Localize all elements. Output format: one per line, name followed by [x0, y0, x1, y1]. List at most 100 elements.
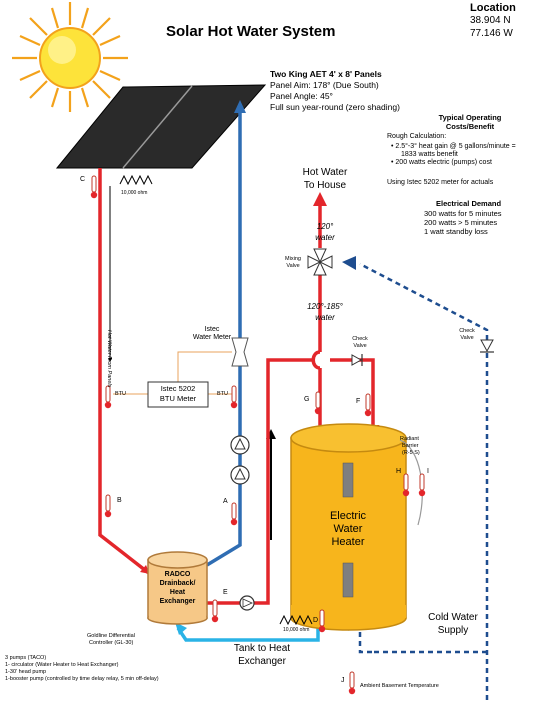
tank-label-1: RADCO	[164, 571, 191, 578]
mixing-valve-icon	[307, 248, 333, 276]
heater-label-1: Electric	[329, 510, 367, 522]
pumps-line-1: 3 pumps (TACO)	[5, 655, 47, 661]
operating-bullet-2-text: 200 watts electric (pumps) cost	[395, 159, 492, 166]
thermometer-icon	[418, 473, 426, 497]
electrical-line-2: 200 watts > 5 minutes	[424, 218, 498, 227]
operating-heading-2: Costs/Benefit	[445, 122, 495, 131]
cold-water-arrow	[342, 256, 356, 270]
pump-icon	[239, 595, 255, 611]
thermometer-icon	[402, 473, 410, 497]
btu-meter-box	[147, 381, 209, 408]
operating-rough: Rough Calculation:	[387, 133, 447, 140]
thermometer-icon	[314, 391, 322, 415]
cold-water-label-1: Cold Water	[428, 612, 478, 623]
mixing-valve-label-2: Valve	[286, 263, 300, 269]
pump-icon	[230, 435, 250, 455]
thermometer-icon	[364, 393, 372, 417]
temp-range-label: 120°-185°	[307, 302, 343, 311]
sensor-g: G	[304, 396, 310, 403]
check-valve-top-label-2: Valve	[353, 343, 367, 349]
heater-label-2: Water	[333, 523, 363, 535]
thermometer-icon	[90, 175, 98, 199]
panels-angle: Panel Angle: 45°	[270, 91, 333, 101]
sensor-d: D	[313, 617, 319, 624]
thermometer-icon	[104, 385, 112, 409]
light-blue-arrow	[175, 622, 187, 635]
tank-label-4: Exchanger	[159, 598, 196, 605]
pumps-line-4: 1-booster pump (controlled by time delay…	[5, 676, 159, 682]
solar-panels	[55, 84, 267, 169]
resistor-icon	[119, 174, 153, 186]
tank-to-hx-label-2: Exchanger	[238, 656, 286, 667]
thermometer-icon	[104, 494, 112, 518]
tank-to-hx-label-1: Tank to Heat	[233, 643, 291, 654]
ambient-label: Ambient Basement Temperature	[360, 683, 439, 689]
location-heading: Location	[470, 2, 516, 14]
pumps-line-2: 1- circulator (Water Heater to Heat Exch…	[5, 662, 119, 668]
meter-wiring	[113, 351, 232, 395]
istec-water-meter-label-1: Istec	[204, 326, 220, 333]
check-valve-top-label-1: Check	[352, 336, 368, 342]
electrical-heading: Electrical Demand	[436, 199, 502, 208]
operating-bullet-1a-text: 2.5°-3° heat gain @ 5 gallons/minute =	[395, 143, 516, 150]
sensor-h: H	[396, 468, 402, 475]
location-lat: 38.904 N	[470, 15, 511, 26]
ohm-bottom-label: 10,000 ohm	[283, 627, 310, 633]
sensor-f: F	[356, 398, 361, 405]
operating-bullet-1b: 1833 watts benefit	[401, 151, 458, 158]
radiant-barrier-label-2: Barrier	[402, 443, 419, 449]
sensor-j: J	[341, 677, 345, 684]
temp-120-label: 120°	[316, 222, 334, 231]
sensor-c: C	[80, 176, 86, 183]
btu-meter-label-2: BTU Meter	[159, 394, 197, 403]
hot-pipe-from-panels	[98, 168, 152, 576]
hot-water-label-1: Hot Water	[302, 167, 348, 178]
cold-pipe-arrow	[234, 100, 246, 113]
thermometer-icon	[230, 502, 238, 526]
hot-water-arrow	[313, 192, 327, 206]
heater-to-tank-pipe	[176, 620, 320, 642]
cold-water-dashed-line	[358, 262, 489, 700]
tank-label-3: Heat	[169, 589, 186, 596]
controller-label-1: Goldline Differential	[87, 633, 135, 639]
sensor-a: A	[223, 498, 228, 505]
thermometer-icon	[230, 385, 238, 409]
electrical-line-1: 300 watts for 5 minutes	[424, 209, 502, 218]
panels-aim: Panel Aim: 178° (Due South)	[270, 80, 379, 90]
heater-label-3: Heater	[331, 536, 365, 548]
operating-heading-1: Typical Operating	[438, 113, 502, 122]
operating-meter-note: Using Istec 5202 meter for actuals	[387, 179, 494, 186]
location-lon: 77.146 W	[470, 28, 513, 39]
radiant-barrier	[399, 439, 423, 526]
sun-icon	[12, 2, 128, 112]
check-valve-icon	[480, 339, 494, 353]
thermometer-icon	[211, 599, 219, 623]
tank-label-2: Drainback/	[159, 580, 196, 587]
water-label-2: water	[315, 313, 335, 322]
radiant-barrier-label-3: (R-5 S)	[402, 450, 420, 456]
operating-bullet-1a: • 2.5°-3° heat gain @ 5 gallons/minute =	[391, 143, 516, 150]
sensor-i: I	[427, 468, 429, 475]
page-title: Solar Hot Water System	[166, 23, 336, 40]
btu-meter-label-1: Istec 5202	[160, 384, 196, 393]
check-valve-right-label-2: Valve	[460, 335, 474, 341]
electrical-line-3: 1 watt standby loss	[424, 227, 488, 236]
cold-water-label-2: Supply	[437, 625, 469, 636]
btu-left-label: BTU	[115, 391, 126, 397]
sensor-b: B	[117, 497, 122, 504]
hot-water-label-2: To House	[303, 180, 347, 191]
istec-water-meter-label-2: Water Meter	[192, 334, 232, 341]
pump-icon	[230, 465, 250, 485]
water-label-1: water	[315, 233, 335, 242]
check-valve-right-label-1: Check	[459, 328, 475, 334]
btu-right-label: BTU	[217, 391, 228, 397]
drainback-tank	[147, 551, 208, 625]
ohm-top-label: 10,000 ohm	[121, 190, 148, 196]
mixing-valve-label-1: Mixing	[285, 256, 301, 262]
controller-label-2: Controller (GL-30)	[89, 640, 134, 646]
panels-sun: Full sun year-round (zero shading)	[270, 102, 400, 112]
hot-water-from-panels-label: Hot Water From Panels	[106, 330, 112, 388]
check-valve-icon	[351, 354, 363, 366]
thermometer-icon	[318, 609, 326, 633]
